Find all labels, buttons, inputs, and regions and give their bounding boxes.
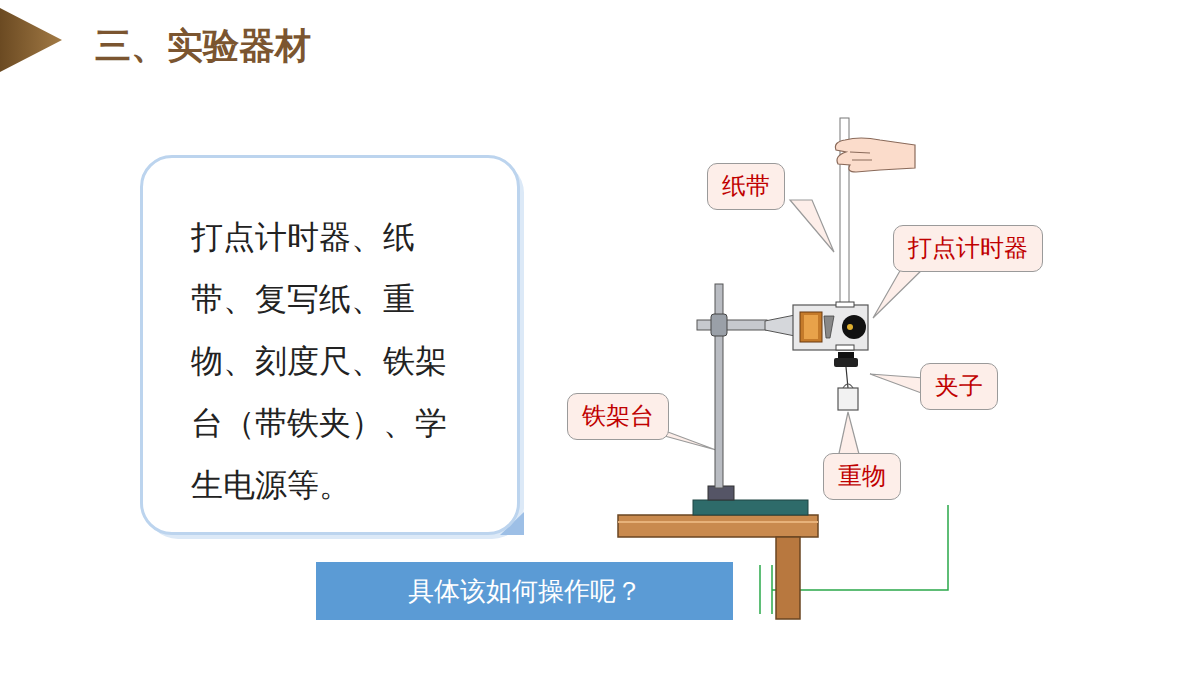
- callout-label: 夹子: [920, 363, 998, 410]
- node-text: 夹子: [935, 370, 983, 402]
- question-bar: 具体该如何操作呢？: [316, 562, 733, 620]
- callout-label: 铁架台: [567, 393, 669, 440]
- header-triangle: [0, 8, 62, 72]
- node-text: 打点计时器、纸带、复写纸、重物、刻度尺、铁架台（带铁夹）、学生电源等。: [191, 206, 456, 516]
- callout-pointers: [650, 200, 930, 458]
- hand: [835, 138, 915, 172]
- timer: [793, 302, 868, 350]
- node-text: 打点计时器: [908, 232, 1028, 264]
- clamp-arm: [697, 320, 767, 330]
- node-text: 纸带: [722, 170, 770, 202]
- table-leg: [776, 537, 800, 619]
- materials-box: 打点计时器、纸带、复写纸、重物、刻度尺、铁架台（带铁夹）、学生电源等。: [140, 155, 520, 535]
- node-text: 具体该如何操作呢？: [408, 574, 642, 609]
- callout-label: 纸带: [707, 163, 785, 210]
- slide-title: 三、实验器材: [95, 22, 311, 71]
- stand-base: [693, 500, 808, 515]
- clamp: [834, 352, 858, 388]
- weight: [838, 384, 858, 410]
- callout-label: 重物: [823, 453, 901, 500]
- node-text: 重物: [838, 460, 886, 492]
- table-top: [618, 515, 818, 537]
- node-text: 铁架台: [582, 400, 654, 432]
- callout-label: 打点计时器: [893, 225, 1043, 272]
